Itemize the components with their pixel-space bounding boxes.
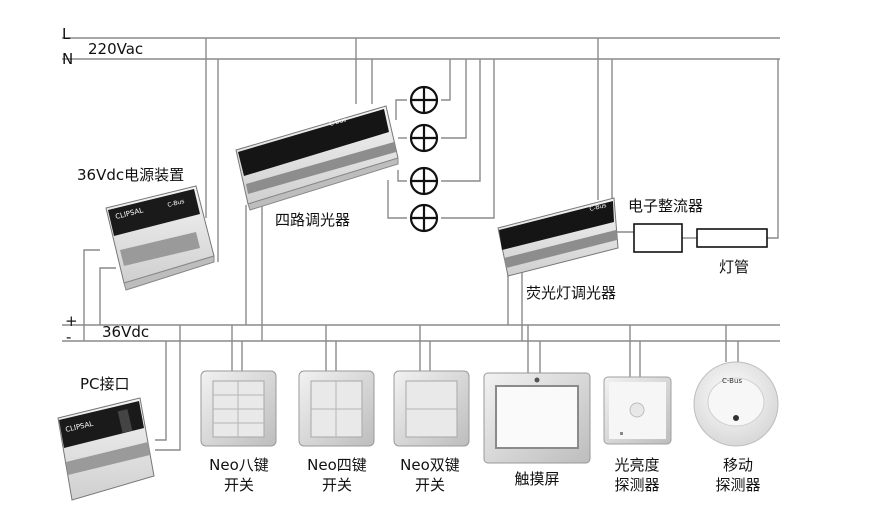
neo8-label-line1: Neo八键 <box>209 456 269 474</box>
bus-plus-label: + <box>65 312 78 330</box>
lamp-1-icon <box>409 85 439 115</box>
bus-ac-voltage: 220Vac <box>88 40 144 58</box>
dimmer4-label: 四路调光器 <box>275 211 351 229</box>
motion-cbus-text: C-Bus <box>722 377 742 385</box>
lux-label: 光亮度 探测器 <box>614 455 659 495</box>
neo2-switch-icon <box>393 370 470 447</box>
motion-label-line1: 移动 <box>722 456 754 474</box>
psu-label: 36Vdc电源装置 <box>77 166 185 184</box>
neo8-switch-icon <box>200 370 277 447</box>
pc-module-icon: CLIPSAL <box>57 397 155 501</box>
lux-sensor-icon <box>603 376 672 445</box>
tube-box <box>696 228 768 248</box>
lamp-group <box>409 85 439 233</box>
psu-cbus-text: C-Bus <box>167 198 185 209</box>
ballast-box <box>633 223 683 253</box>
motion-sensor-icon: C-Bus <box>693 361 779 447</box>
dimmer4-module-icon: C-Bus <box>235 105 399 211</box>
neo4-label: Neo四键 开关 <box>307 455 367 495</box>
neo8-label: Neo八键 开关 <box>209 455 269 495</box>
bus-minus-label: - <box>66 328 72 346</box>
pc-label: PC接口 <box>80 375 130 393</box>
lamp-4-icon <box>409 203 439 233</box>
neo4-switch-icon <box>298 370 375 447</box>
lux-label-line2: 探测器 <box>614 476 660 494</box>
lamp-3-icon <box>409 166 439 196</box>
ballast-label: 电子整流器 <box>628 197 704 215</box>
tube-label: 灯管 <box>719 258 750 276</box>
neo2-label-line1: Neo双键 <box>400 456 460 474</box>
neo2-label-line2: 开关 <box>414 476 446 494</box>
neo8-label-line2: 开关 <box>223 476 255 494</box>
wiring <box>83 38 779 451</box>
fluoro-cbus-text: C-Bus <box>589 202 607 213</box>
bus-l-label: L <box>62 25 71 43</box>
neo4-label-line1: Neo四键 <box>307 456 367 474</box>
bus-lines <box>62 37 780 342</box>
neo4-label-line2: 开关 <box>321 476 353 494</box>
lamp-2-icon <box>409 123 439 153</box>
motion-label: 移动 探测器 <box>715 455 760 495</box>
motion-label-line2: 探测器 <box>715 476 761 494</box>
touchscreen-icon <box>483 372 591 464</box>
touch-label: 触摸屏 <box>514 470 560 488</box>
psu-module-icon: CLIPSAL C-Bus <box>105 185 215 291</box>
neo2-label: Neo双键 开关 <box>400 455 460 495</box>
fluoro-module-icon: C-Bus <box>497 197 619 277</box>
lux-label-line1: 光亮度 <box>614 456 660 474</box>
bus-dc-voltage: 36Vdc <box>102 323 150 341</box>
fluoro-label: 荧光灯调光器 <box>526 284 617 302</box>
dimmer4-cbus-text: C-Bus <box>329 116 347 127</box>
bus-n-label: N <box>62 50 74 68</box>
